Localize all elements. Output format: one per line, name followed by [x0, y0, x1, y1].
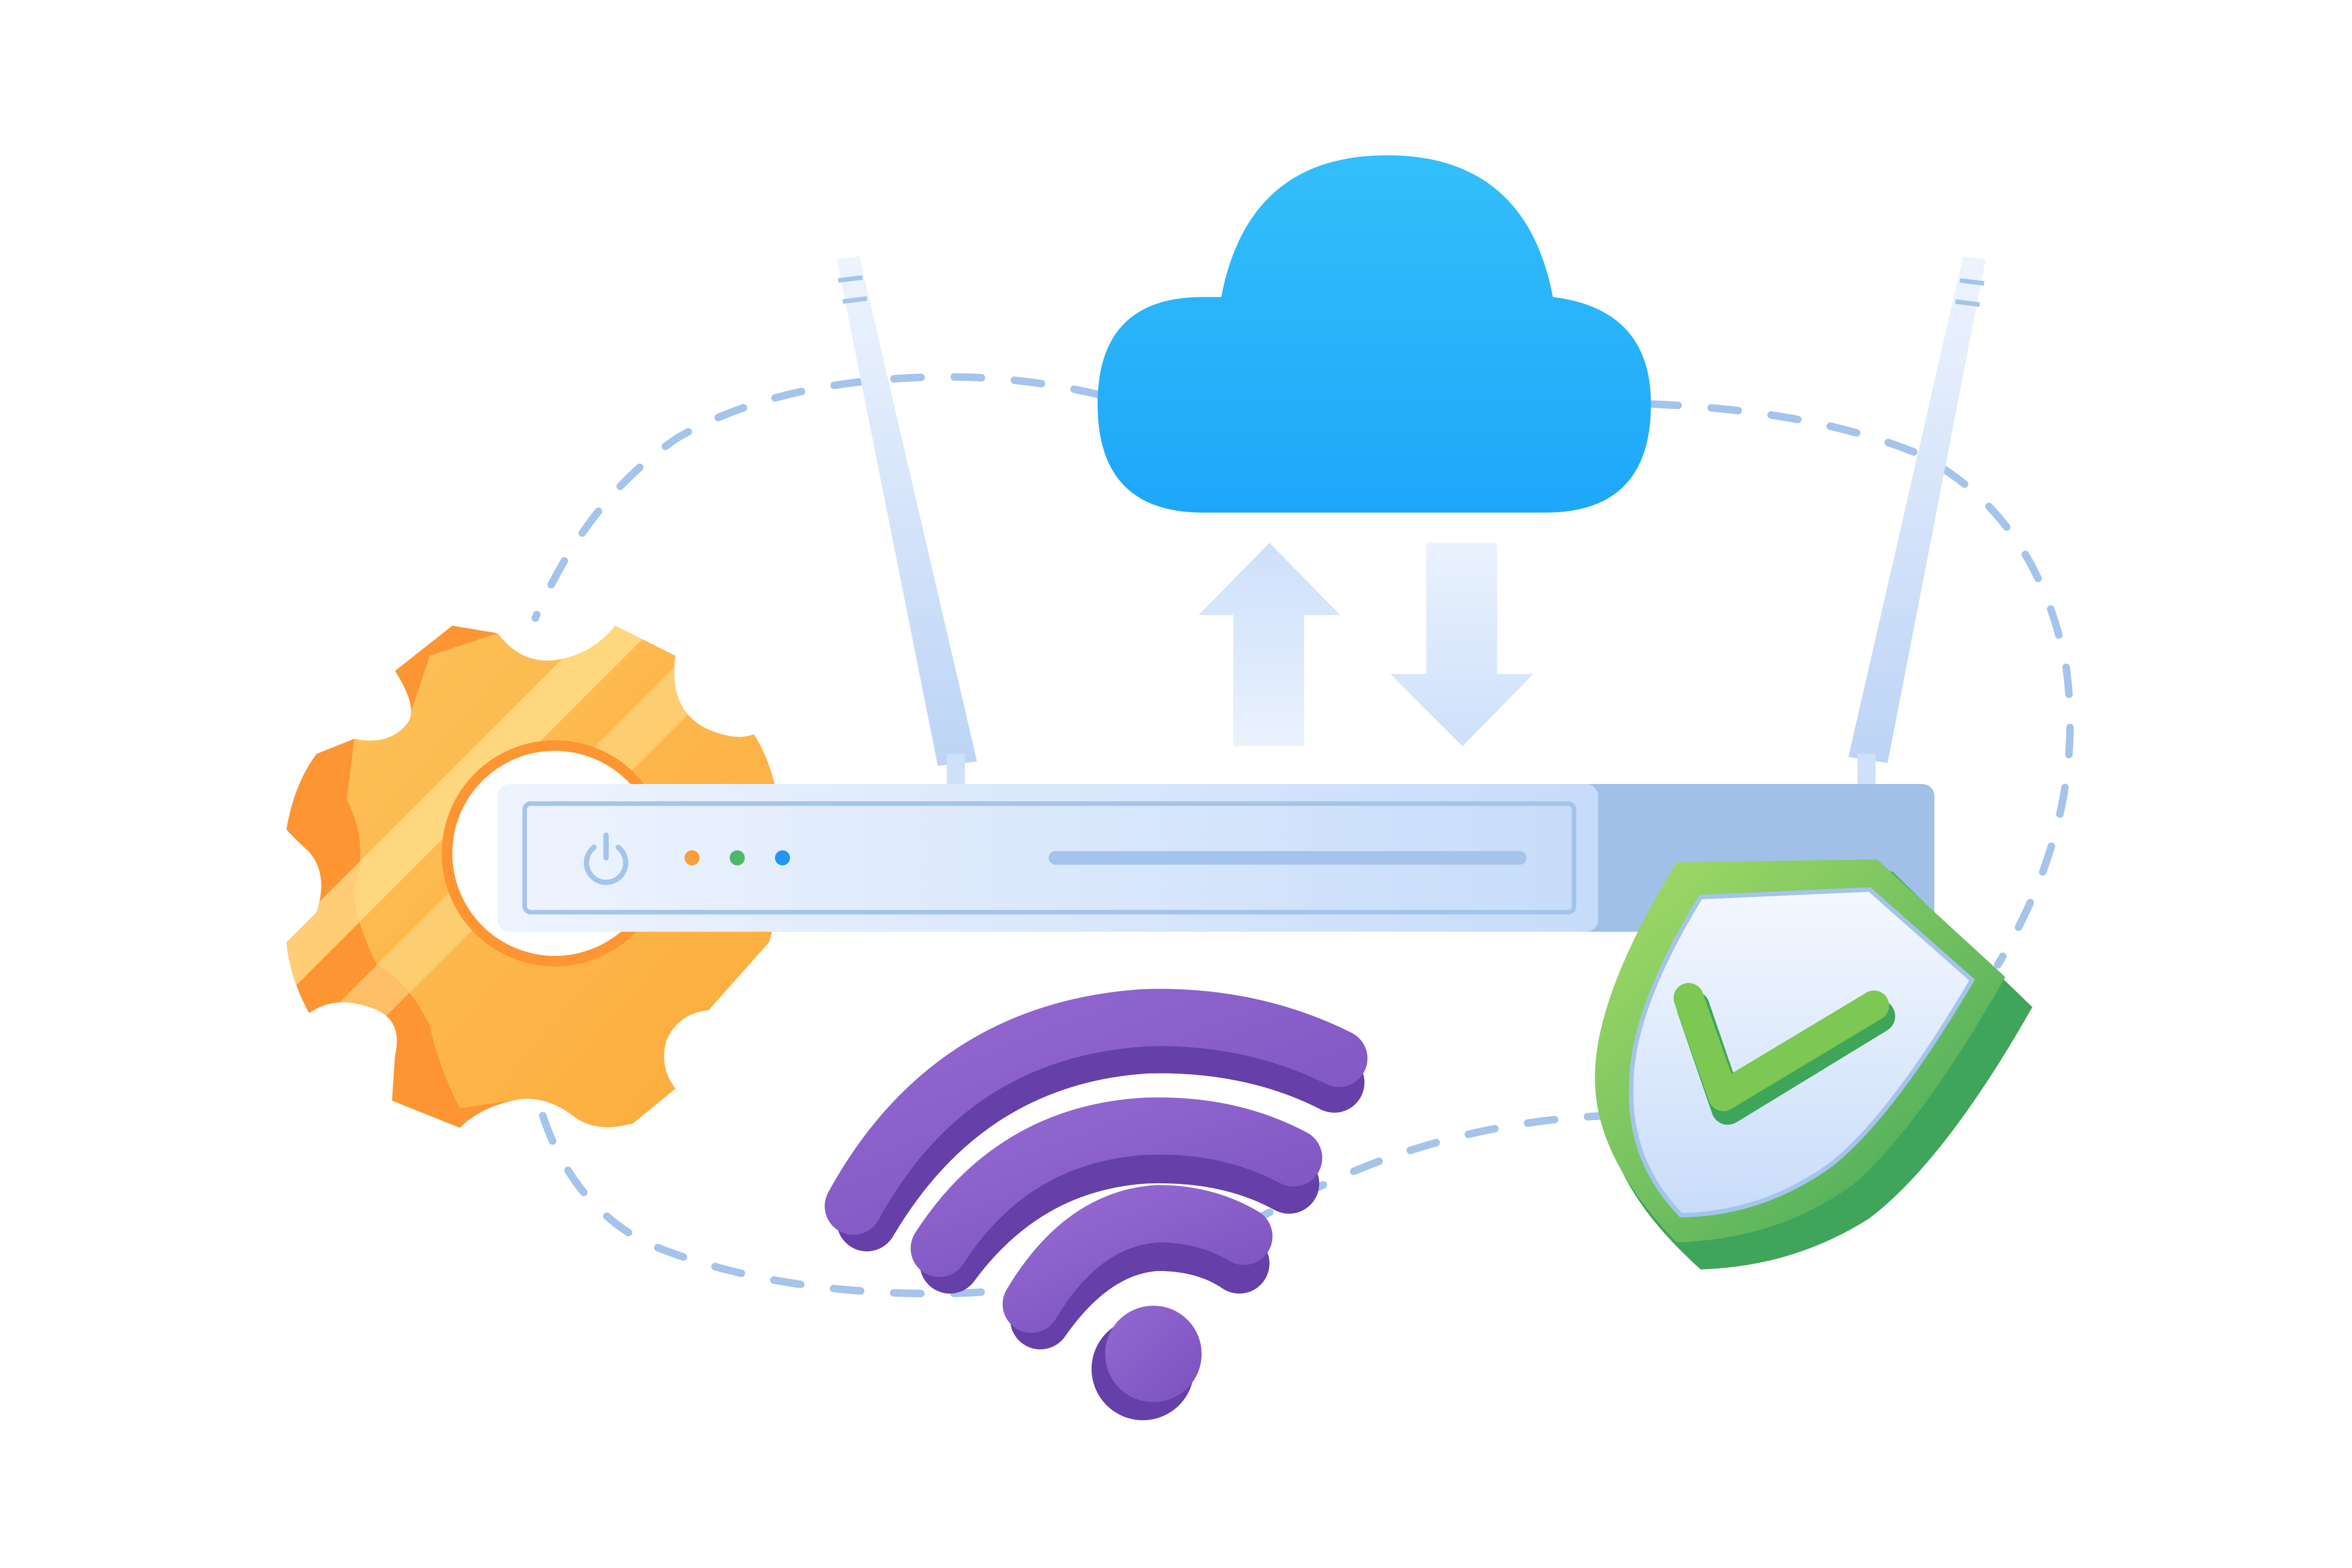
cloud-icon — [1098, 155, 1651, 513]
shield-check-icon — [1595, 859, 2033, 1270]
status-led-orange — [684, 850, 700, 866]
wifi-dot-top — [1105, 1306, 1202, 1402]
antenna-right — [1848, 256, 1986, 790]
status-led-green — [730, 850, 745, 866]
antenna-left — [836, 256, 977, 790]
download-arrow-icon — [1390, 543, 1534, 746]
status-led-blue — [775, 850, 790, 866]
wifi-icon — [824, 988, 1368, 1350]
power-icon — [584, 833, 629, 885]
upload-arrow-icon — [1198, 543, 1341, 746]
